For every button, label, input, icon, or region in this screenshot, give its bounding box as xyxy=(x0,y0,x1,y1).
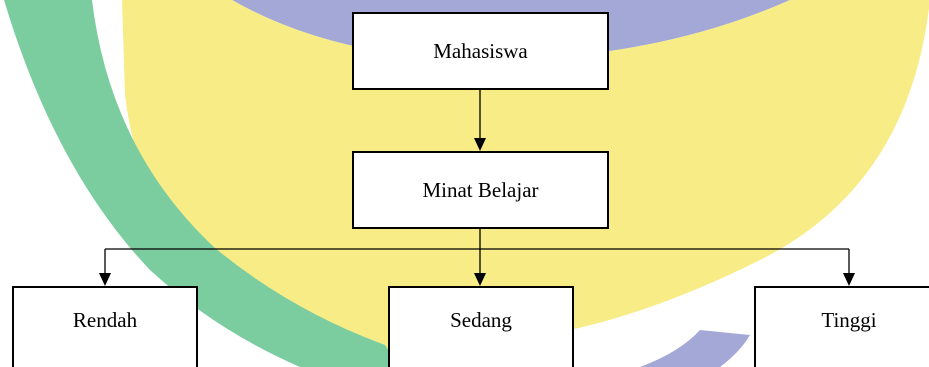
arrowhead-sedang xyxy=(474,273,486,286)
connectors xyxy=(104,90,850,274)
arrowhead-minat xyxy=(474,138,486,151)
node-rendah: Rendah xyxy=(12,286,198,367)
node-mahasiswa-label: Mahasiswa xyxy=(433,38,528,63)
node-minat-belajar-label: Minat Belajar xyxy=(422,177,539,202)
node-minat-belajar: Minat Belajar xyxy=(352,151,609,229)
node-rendah-label: Rendah xyxy=(72,307,138,332)
node-tinggi: Tinggi xyxy=(754,286,929,367)
arrowhead-tinggi xyxy=(843,273,855,286)
node-sedang-label: Sedang xyxy=(450,307,512,332)
arrowheads xyxy=(99,138,855,286)
arrowhead-rendah xyxy=(99,273,111,286)
watermark-green-band xyxy=(4,0,400,367)
watermark-blue-accent xyxy=(640,330,750,367)
node-sedang: Sedang xyxy=(388,286,574,367)
node-tinggi-label: Tinggi xyxy=(821,307,877,332)
node-mahasiswa: Mahasiswa xyxy=(352,12,609,90)
